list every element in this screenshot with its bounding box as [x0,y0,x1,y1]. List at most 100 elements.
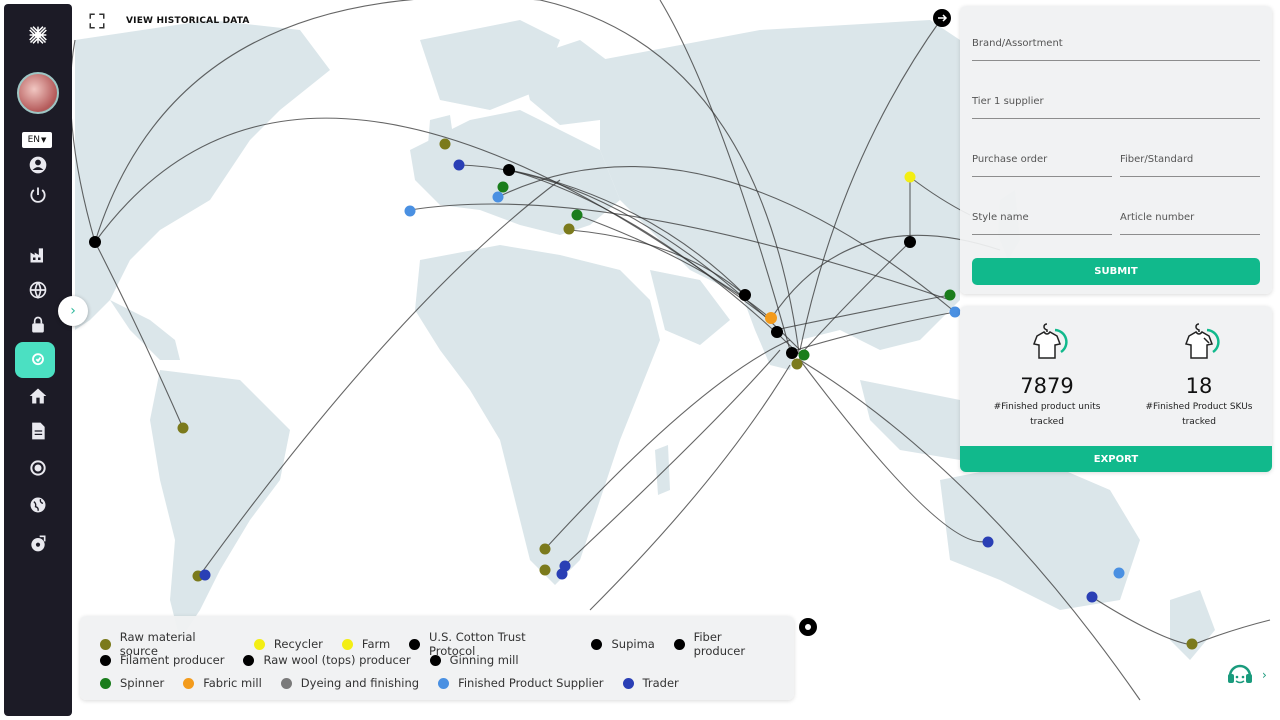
tshirt-tag-icon [1184,323,1220,359]
map-pin-icon[interactable] [4,345,72,375]
legend-item[interactable]: Fiber producer [673,630,775,658]
fiber-standard-field[interactable]: Fiber/Standard [1120,154,1260,177]
legend-label: Filament producer [120,653,225,667]
style-name-placeholder: Style name [972,212,1029,223]
legend-item[interactable]: Trader [622,676,679,690]
legend-label: Dyeing and finishing [300,676,420,690]
document-icon[interactable] [4,416,72,446]
chevron-right-icon[interactable]: › [1262,668,1267,682]
user-icon[interactable] [4,150,72,180]
home-icon[interactable] [4,381,72,411]
language-select[interactable]: EN ▼ [22,132,52,148]
brand-assortment-placeholder: Brand/Assortment [972,38,1063,49]
chevron-down-icon: ▼ [41,136,47,144]
legend-dot [243,654,255,666]
world-icon[interactable] [4,490,72,520]
legend-item[interactable]: Recycler [253,637,323,651]
legend-row-3: Spinner Fabric mill Dyeing and finishing… [100,676,698,690]
avatar[interactable] [17,72,59,114]
support-icon[interactable] [1222,656,1258,692]
fullscreen-icon[interactable] [88,12,106,30]
filter-panel: Brand/Assortment Tier 1 supplier Purchas… [960,6,1272,294]
legend-item[interactable]: Raw material source [100,630,235,658]
legend-label: U.S. Cotton Trust Protocol [429,630,526,658]
units-value: 7879 [1020,374,1074,398]
legend-dot [429,654,441,666]
sidebar: EN ▼ [4,4,72,716]
article-number-field[interactable]: Article number [1120,212,1260,235]
legend-item[interactable]: Farm [341,637,391,651]
map-legend: Raw material source Recycler Farm U.S. C… [80,616,794,700]
skus-tracked-stat: 18 #Finished Product SKUs tracked [1134,320,1264,430]
legend-dot [591,638,603,650]
legend-label: Supima [611,637,655,651]
legend-dot [183,677,195,689]
legend-label: Raw wool (tops) producer [263,653,411,667]
legend-item[interactable]: Dyeing and finishing [280,676,420,690]
legend-label: Spinner [120,676,165,690]
legend-row-2: Filament producer Raw wool (tops) produc… [100,653,538,667]
legend-dot [622,677,634,689]
settings-icon[interactable] [4,453,72,483]
legend-item[interactable]: Finished Product Supplier [438,676,604,690]
legend-item[interactable]: Ginning mill [429,653,519,667]
legend-dot [673,638,685,650]
legend-label: Finished Product Supplier [458,676,604,690]
skus-label-line1: #Finished Product SKUs [1145,402,1253,412]
route-endpoint-icon [799,618,817,636]
purchase-order-field[interactable]: Purchase order [972,154,1112,177]
active-nav-highlight [15,342,55,378]
units-label-line1: #Finished product units [993,402,1101,412]
legend-label: Raw material source [119,630,196,658]
tier1-supplier-field[interactable]: Tier 1 supplier [972,96,1260,119]
legend-item[interactable]: Fabric mill [183,676,262,690]
map-top-bar: VIEW HISTORICAL DATA [88,12,250,30]
article-number-placeholder: Article number [1120,212,1195,223]
units-label-line2: tracked [1030,417,1064,427]
skus-value: 18 [1185,374,1213,398]
fiber-standard-placeholder: Fiber/Standard [1120,154,1194,165]
legend-item[interactable]: Raw wool (tops) producer [243,653,411,667]
legend-label: Trader [642,676,679,690]
globe-icon[interactable] [4,275,72,305]
power-icon[interactable] [4,180,72,210]
stats-panel: 7879 #Finished product units tracked 18 … [960,306,1272,472]
legend-dot [100,654,111,666]
land-masses [75,20,1215,660]
legend-item[interactable]: U.S. Cotton Trust Protocol [409,630,572,658]
brand-assortment-field[interactable]: Brand/Assortment [972,38,1260,61]
legend-label: Fabric mill [203,676,262,690]
legend-dot [253,638,265,650]
legend-label: Fiber producer [693,630,746,658]
tier1-supplier-placeholder: Tier 1 supplier [972,96,1044,107]
legend-dot [341,638,353,650]
legend-dot [409,638,421,650]
legend-row-1: Raw material source Recycler Farm U.S. C… [100,630,794,658]
tag-icon[interactable] [4,528,72,558]
legend-item[interactable]: Filament producer [100,653,224,667]
units-tracked-stat: 7879 #Finished product units tracked [982,320,1112,430]
legend-item[interactable]: Spinner [100,676,164,690]
style-name-field[interactable]: Style name [972,212,1112,235]
skus-label-line2: tracked [1182,417,1216,427]
legend-dot [280,677,292,689]
chevron-right-icon: › [70,303,76,319]
purchase-order-placeholder: Purchase order [972,154,1048,165]
expand-sidebar-button[interactable]: › [58,296,88,326]
view-historical-data-link[interactable]: VIEW HISTORICAL DATA [126,16,250,26]
map-nodes[interactable] [89,9,1198,650]
submit-button[interactable]: SUBMIT [972,258,1260,285]
logo-icon[interactable] [4,18,72,52]
legend-label: Recycler [273,637,323,651]
legend-label: Farm [361,637,391,651]
legend-label: Ginning mill [449,653,519,667]
language-label: EN [27,135,41,145]
legend-item[interactable]: Supima [591,637,655,651]
export-button[interactable]: EXPORT [960,446,1272,472]
legend-dot [100,638,111,650]
route-endpoint-icon [933,9,951,27]
factory-icon[interactable] [4,240,72,270]
tshirt-icon [1032,323,1068,359]
lock-icon[interactable] [4,310,72,340]
legend-dot [100,677,111,689]
